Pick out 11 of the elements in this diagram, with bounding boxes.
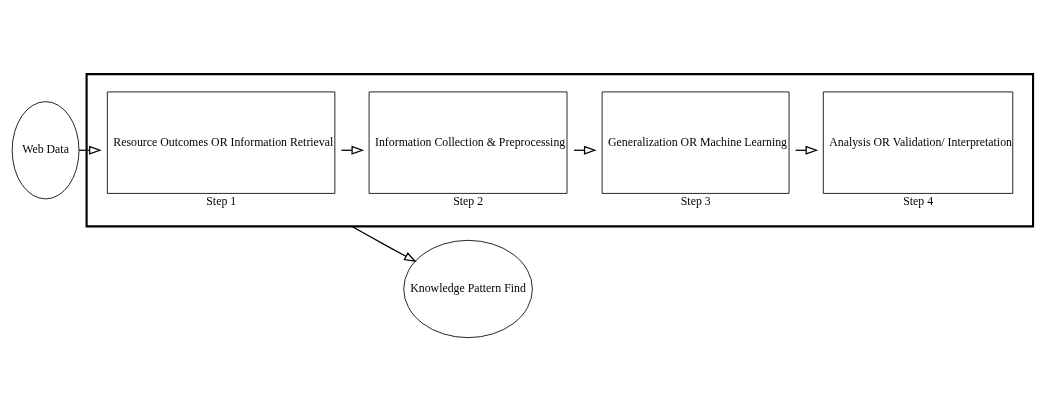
node-box: Resource Outcomes OR Information Retrieval (106, 91, 336, 194)
node-label: Step 3 (680, 193, 711, 208)
node-box: Information Collection & Preprocessing (368, 91, 568, 194)
cluster (85, 73, 1035, 228)
node-label: Step 1 (206, 193, 237, 208)
arrow (351, 225, 417, 263)
node-label: Step 4 (903, 193, 934, 208)
node-label: Step 2 (453, 193, 484, 208)
node-ellipse: Web Data (11, 101, 80, 200)
node-box: Analysis OR Validation/ Interpretation (822, 91, 1014, 194)
node-box: Generalization OR Machine Learning (601, 91, 790, 194)
